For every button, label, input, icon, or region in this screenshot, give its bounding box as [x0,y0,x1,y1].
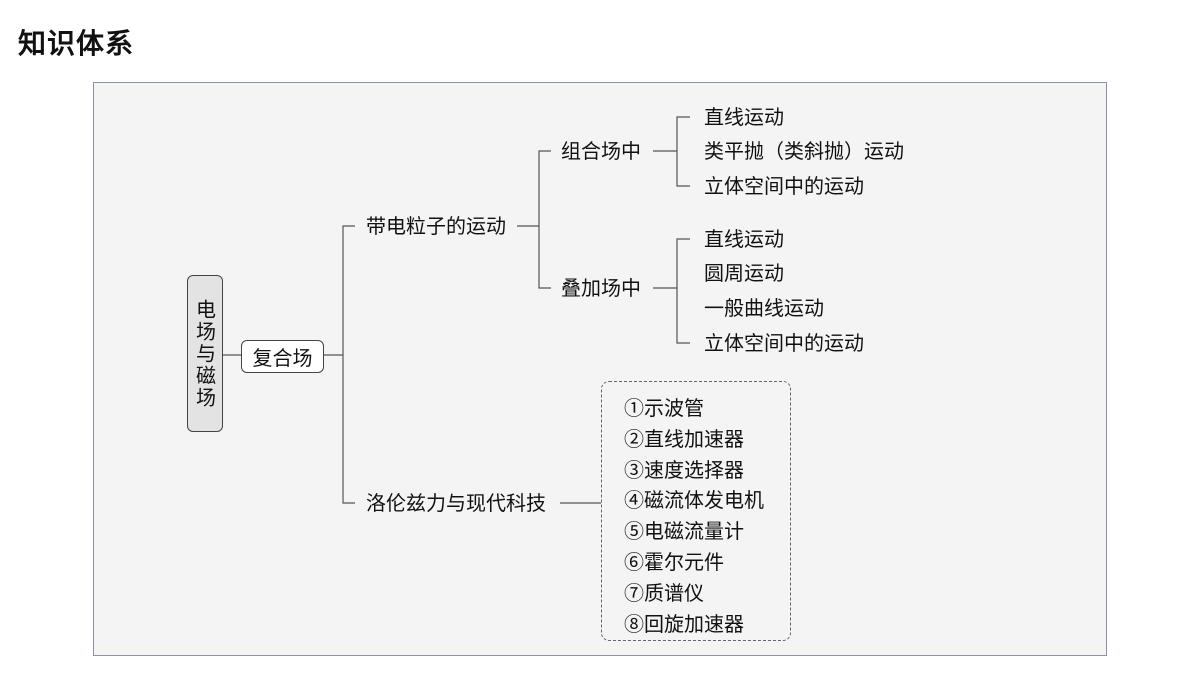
bracket-superposed [676,238,690,344]
bracket-combined [676,116,690,187]
superposed-item: 直线运动 [704,227,784,251]
device-item: ⑧回旋加速器 [624,611,744,636]
superposed-field-node: 叠加场中 [561,276,641,300]
device-item: ④磁流体发电机 [624,488,764,513]
device-item: ⑦质谱仪 [624,580,704,605]
devices-list: ①示波管 ②直线加速器 ③速度选择器 ④磁流体发电机 ⑤电磁流量计 ⑥霍尔元件 … [624,393,764,639]
superposed-item: 圆周运动 [704,261,784,285]
bracket-level2 [342,225,355,504]
device-item: ③速度选择器 [624,457,744,482]
bracket-level3 [538,150,551,289]
root-node: 电场与磁场 [187,275,223,432]
combined-item: 立体空间中的运动 [704,174,864,198]
device-item: ①示波管 [624,396,704,420]
superposed-item: 立体空间中的运动 [704,331,864,355]
devices-box [601,381,791,641]
device-item: ⑤电磁流量计 [624,519,744,544]
combined-item: 类平抛（类斜抛）运动 [704,139,904,163]
particle-motion-node: 带电粒子的运动 [366,214,506,238]
combined-item: 直线运动 [704,105,784,129]
superposed-item: 一般曲线运动 [704,296,824,320]
combined-field-node: 组合场中 [561,139,641,163]
device-item: ⑥霍尔元件 [624,549,724,574]
page-title: 知识体系 [18,27,135,60]
root-label: 电场与磁场 [192,298,217,409]
device-item: ②直线加速器 [624,426,744,451]
lorentz-tech-node: 洛伦兹力与现代科技 [366,491,546,515]
composite-field-node: 复合场 [241,340,324,373]
